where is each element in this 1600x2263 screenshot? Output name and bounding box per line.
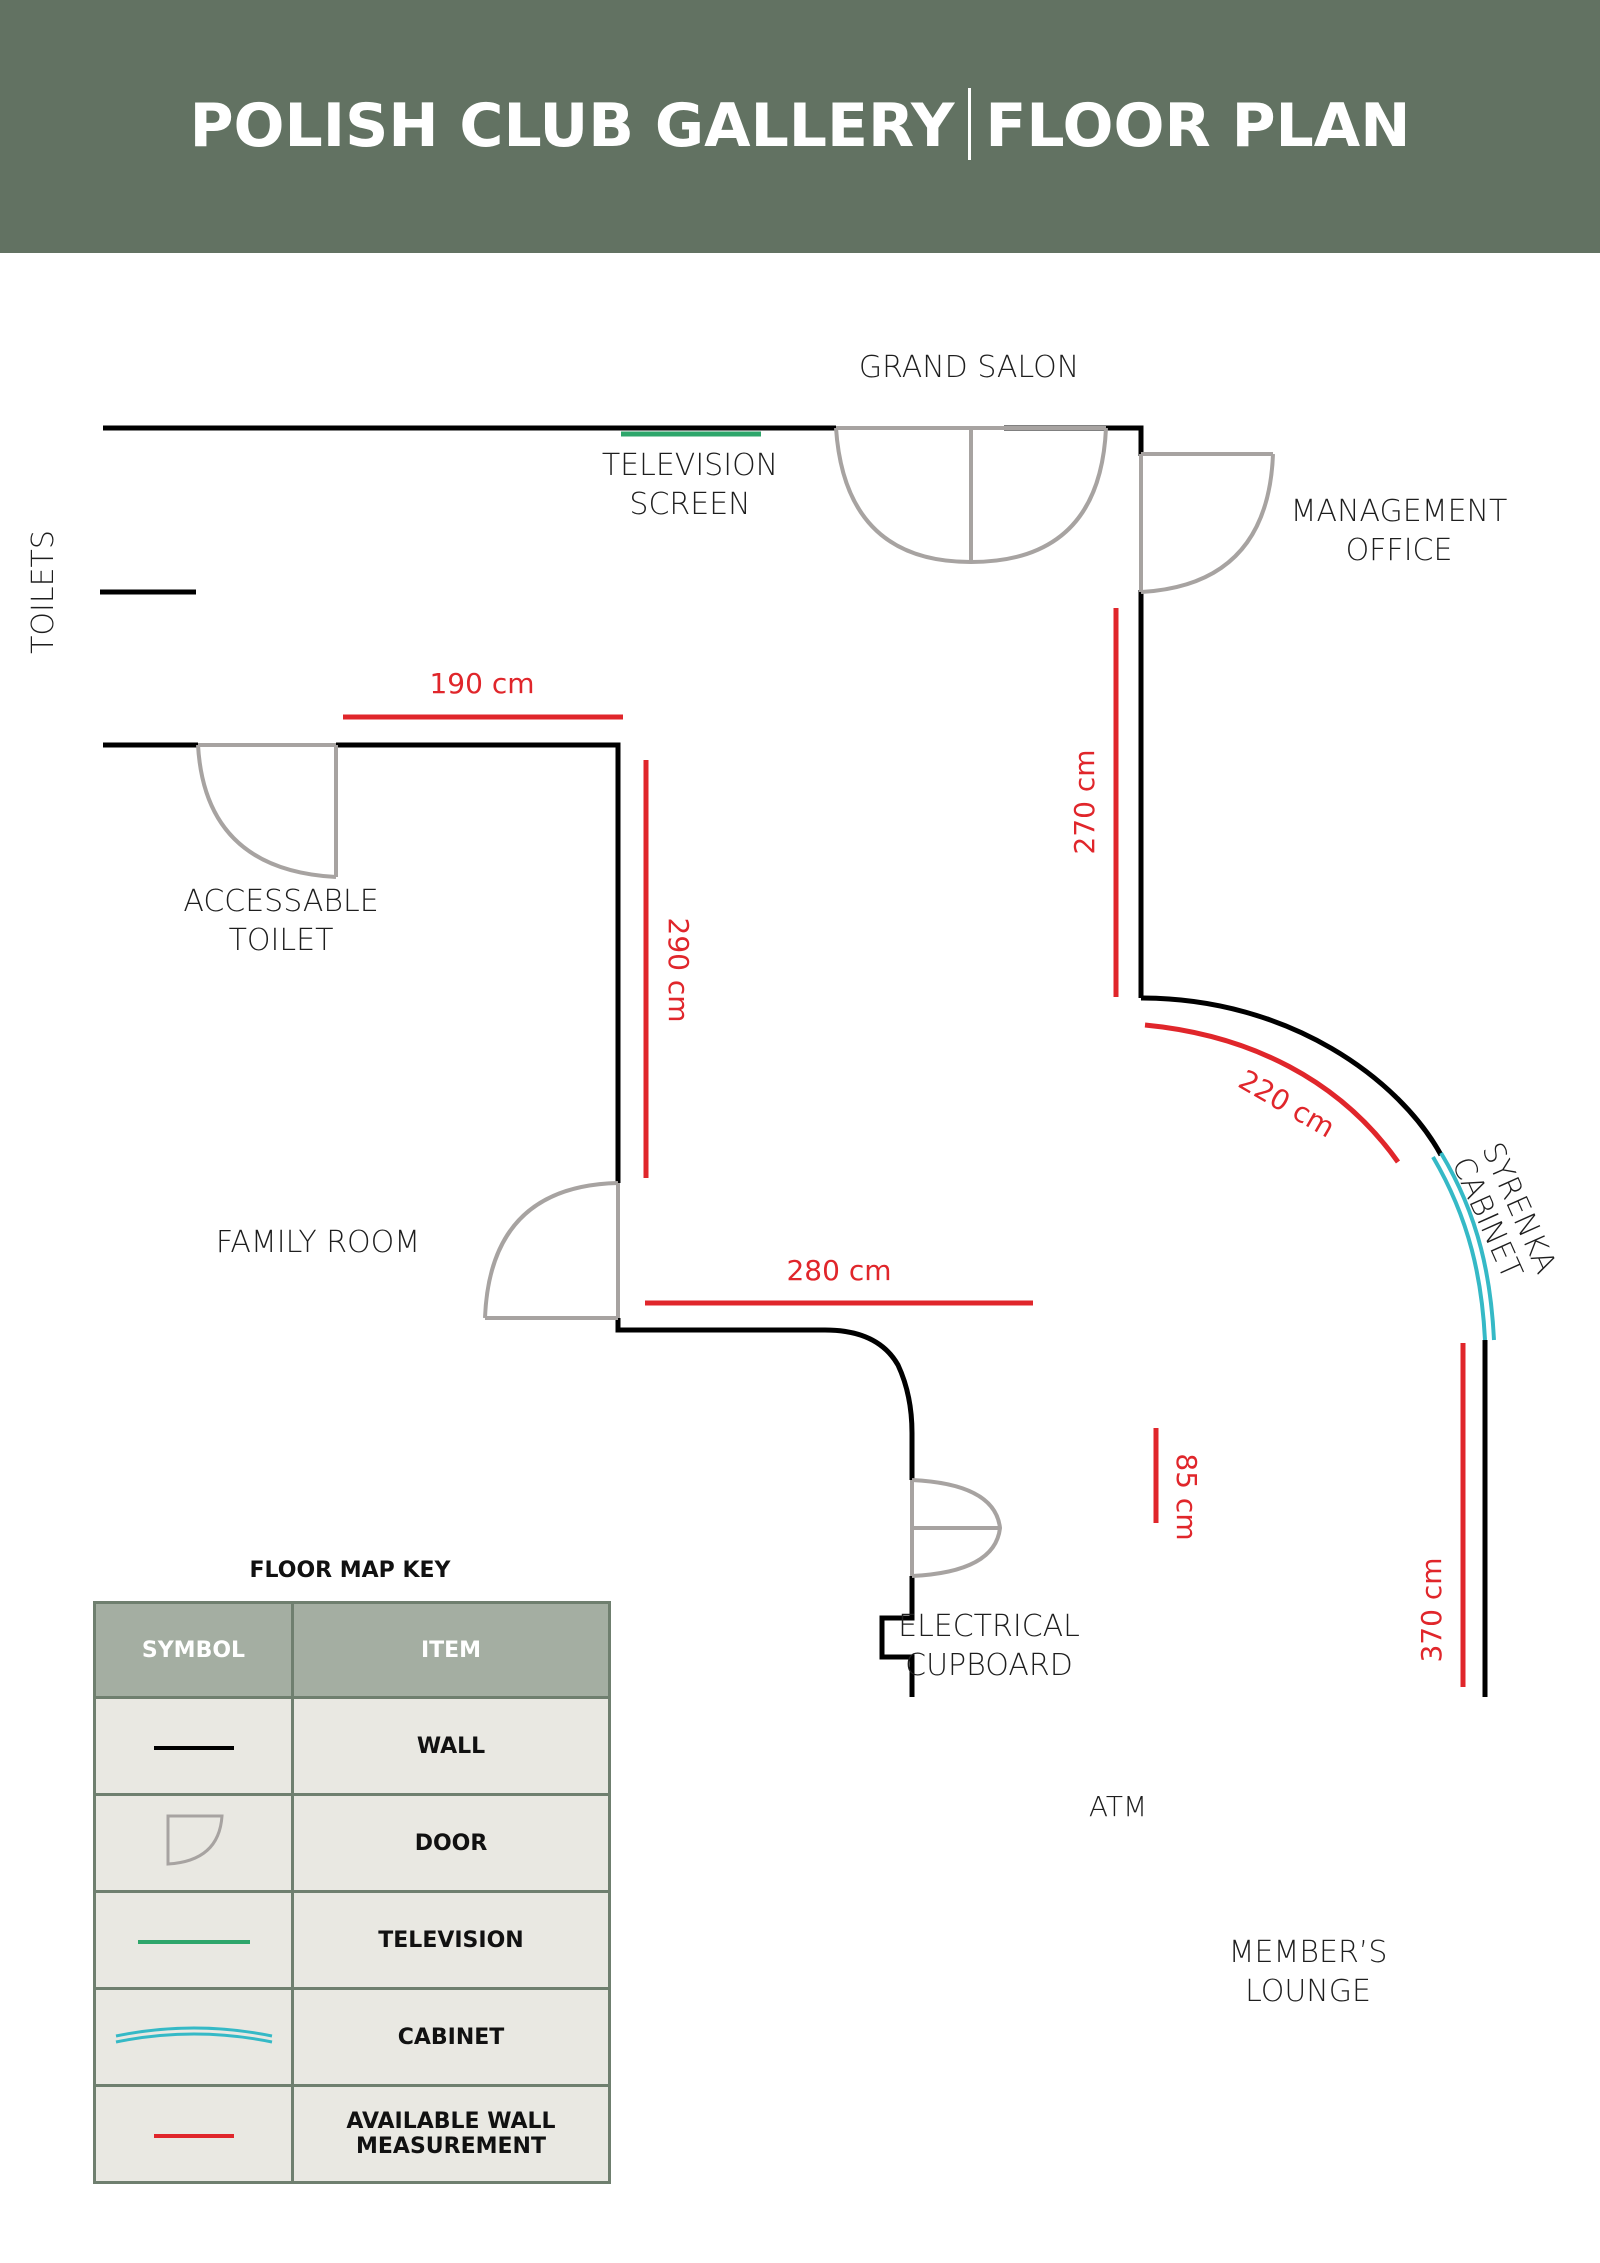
door-symbol-icon bbox=[93, 1793, 294, 1893]
label-accessable-line2: TOILET bbox=[229, 923, 334, 958]
key-header-item: ITEM bbox=[291, 1601, 611, 1699]
available-wall-symbol-icon bbox=[93, 2084, 294, 2184]
television-symbol-icon bbox=[93, 1890, 294, 1990]
title-separator bbox=[968, 88, 972, 160]
label-television-line1: TELEVISION bbox=[602, 448, 778, 483]
key-row: WALL bbox=[93, 1696, 611, 1796]
label-electrical-line2: CUPBOARD bbox=[905, 1648, 1073, 1683]
wall-rounded-corner bbox=[824, 1327, 915, 1480]
label-television-line2: SCREEN bbox=[629, 487, 750, 522]
header-banner: POLISH CLUB GALLERY FLOOR PLAN bbox=[0, 0, 1600, 253]
key-item-label: TELEVISION bbox=[291, 1890, 611, 1990]
measure-label-270: 270 cm bbox=[1068, 749, 1101, 854]
label-family-room: FAMILY ROOM bbox=[216, 1225, 420, 1260]
door-electrical-cupboard[interactable] bbox=[910, 1478, 1003, 1578]
cabinet-symbol-icon bbox=[93, 1987, 294, 2087]
key-item-label: AVAILABLE WALL MEASUREMENT bbox=[291, 2084, 611, 2184]
label-management-line1: MANAGEMENT bbox=[1291, 494, 1508, 529]
key-item-label: DOOR bbox=[291, 1793, 611, 1893]
measure-label-290: 290 cm bbox=[662, 917, 695, 1022]
wall-top-right bbox=[1004, 425, 1144, 456]
key-header-symbol: SYMBOL bbox=[93, 1601, 294, 1699]
available-wall-lines bbox=[343, 608, 1466, 1687]
label-toilets: TOILETS bbox=[26, 530, 61, 654]
measure-line-220 bbox=[1144, 1022, 1401, 1164]
page-title: POLISH CLUB GALLERY FLOOR PLAN bbox=[0, 88, 1600, 161]
label-electrical-line1: ELECTRICAL bbox=[898, 1609, 1080, 1644]
wall-family-room bbox=[336, 742, 621, 1183]
key-row: DOOR bbox=[93, 1793, 611, 1893]
label-members-line2: LOUNGE bbox=[1245, 1974, 1371, 2009]
wall-bottom-horizontal bbox=[615, 1318, 825, 1333]
walls bbox=[100, 425, 1488, 1697]
key-header-row: SYMBOL ITEM bbox=[93, 1601, 611, 1699]
measure-label-280: 280 cm bbox=[786, 1254, 891, 1287]
title-floor-plan: FLOOR PLAN bbox=[985, 91, 1411, 161]
measure-label-220: 220 cm bbox=[1233, 1063, 1340, 1144]
key-row: AVAILABLE WALL MEASUREMENT bbox=[93, 2084, 611, 2184]
syrenka-cabinet-mark bbox=[1431, 1151, 1496, 1341]
wall-symbol-icon bbox=[93, 1696, 294, 1796]
label-atm: ATM bbox=[1089, 1790, 1147, 1823]
key-item-label: WALL bbox=[291, 1696, 611, 1796]
label-accessable-line1: ACCESSABLE bbox=[183, 884, 378, 919]
measure-label-85: 85 cm bbox=[1170, 1453, 1203, 1540]
wall-atm-niche bbox=[879, 1576, 915, 1697]
measure-label-190: 190 cm bbox=[429, 667, 534, 700]
door-family-room[interactable] bbox=[483, 1181, 620, 1320]
key-item-label: CABINET bbox=[291, 1987, 611, 2087]
doors bbox=[196, 426, 1275, 1578]
door-management-office[interactable] bbox=[1139, 452, 1275, 594]
door-grand-salon[interactable] bbox=[834, 426, 1108, 565]
key-title: FLOOR MAP KEY bbox=[249, 1558, 451, 1583]
title-gallery: POLISH CLUB GALLERY bbox=[189, 91, 955, 161]
door-accessable-toilet[interactable] bbox=[196, 743, 338, 879]
wall-curve bbox=[1140, 995, 1444, 1157]
label-members-line1: MEMBER’S bbox=[1229, 1935, 1388, 1970]
key-row: CABINET bbox=[93, 1987, 611, 2087]
label-management-line2: OFFICE bbox=[1346, 533, 1453, 568]
label-grand-salon: GRAND SALON bbox=[859, 350, 1079, 385]
measure-label-370: 370 cm bbox=[1415, 1557, 1448, 1662]
key-row: TELEVISION bbox=[93, 1890, 611, 1990]
floor-map-key-table: SYMBOL ITEM WALL DOOR TELEVISION CABINET… bbox=[93, 1601, 611, 2184]
